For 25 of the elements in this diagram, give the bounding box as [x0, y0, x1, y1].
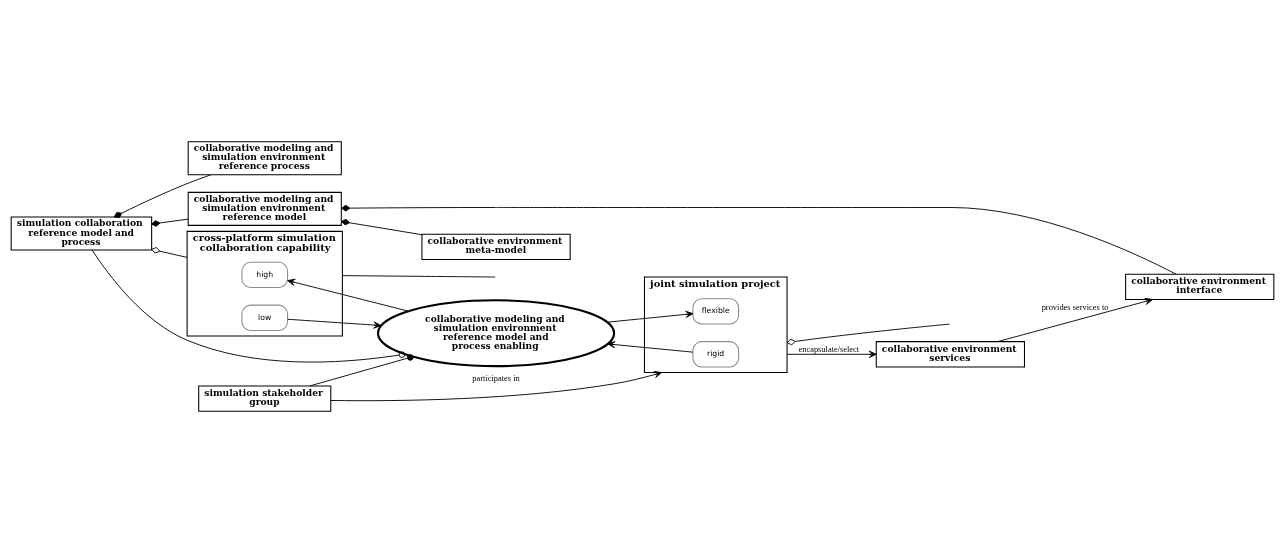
connector	[341, 204, 1177, 275]
arrow	[607, 310, 694, 323]
arrow	[997, 297, 1153, 343]
connector	[309, 354, 414, 387]
arrow	[287, 318, 382, 329]
node-box: collaborative environment meta-model	[421, 233, 571, 260]
arrow	[330, 371, 663, 402]
edge-label: participates in	[472, 373, 520, 384]
node-box: collaborative environment interface	[1125, 273, 1275, 301]
arrow	[287, 278, 409, 312]
connector	[786, 323, 951, 346]
connector	[341, 275, 496, 278]
connector	[151, 247, 188, 258]
node-box: collaborative modeling and simulation environment reference process	[187, 141, 342, 176]
node-box: collaborative environment services	[875, 341, 1025, 368]
node-box: simulation stakeholder group	[198, 385, 332, 412]
node-box: simulation collaboration reference model and process	[10, 216, 153, 251]
arrow	[607, 341, 694, 353]
connector	[340, 218, 423, 236]
arrow	[786, 350, 877, 358]
edge-label: encapsulate/select	[798, 343, 860, 354]
connector	[91, 249, 406, 363]
connector	[151, 218, 189, 227]
node-box: collaborative modeling and simulation environment reference model	[187, 191, 342, 226]
edge-label: provides services to	[1041, 302, 1109, 313]
